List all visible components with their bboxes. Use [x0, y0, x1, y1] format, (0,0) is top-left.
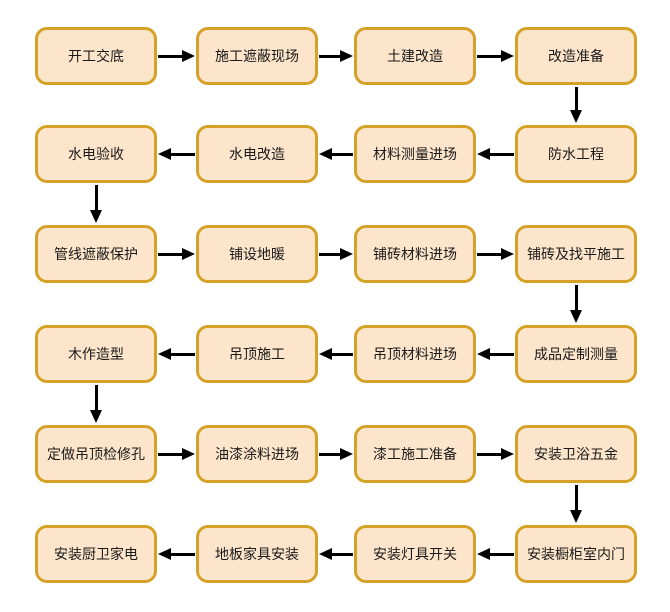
flow-node-r6c1: 安装厨卫家电 [35, 525, 157, 583]
flow-node-r1c3: 土建改造 [354, 27, 476, 85]
arrow-left-icon [319, 548, 353, 560]
arrow-right-icon [477, 50, 514, 62]
arrow-left-icon [158, 548, 195, 560]
flow-node-r2c4: 防水工程 [515, 125, 637, 183]
arrow-right-icon [477, 248, 514, 260]
flow-node-r5c2: 油漆涂料进场 [196, 425, 318, 483]
arrow-left-icon [319, 348, 353, 360]
arrow-right-icon [158, 248, 195, 260]
arrow-down-icon [570, 485, 582, 523]
arrow-right-icon [477, 448, 514, 460]
flow-node-r5c3: 漆工施工准备 [354, 425, 476, 483]
arrow-down-icon [570, 87, 582, 123]
arrow-left-icon [158, 148, 195, 160]
flow-node-r3c4: 铺砖及找平施工 [515, 225, 637, 283]
arrow-right-icon [319, 50, 353, 62]
flow-node-r3c2: 铺设地暖 [196, 225, 318, 283]
flow-node-r1c4: 改造准备 [515, 27, 637, 85]
flow-node-r1c1: 开工交底 [35, 27, 157, 85]
flow-node-r6c2: 地板家具安装 [196, 525, 318, 583]
arrow-right-icon [158, 448, 195, 460]
flow-node-r6c3: 安装灯具开关 [354, 525, 476, 583]
arrow-left-icon [158, 348, 195, 360]
flow-node-r4c3: 吊顶材料进场 [354, 325, 476, 383]
arrow-left-icon [477, 548, 514, 560]
flow-node-r4c2: 吊顶施工 [196, 325, 318, 383]
arrow-down-icon [90, 185, 102, 223]
flow-node-r4c4: 成品定制测量 [515, 325, 637, 383]
flow-node-r3c3: 铺砖材料进场 [354, 225, 476, 283]
arrow-left-icon [477, 148, 514, 160]
flow-node-r2c1: 水电验收 [35, 125, 157, 183]
flow-node-r1c2: 施工遮蔽现场 [196, 27, 318, 85]
flow-node-r3c1: 管线遮蔽保护 [35, 225, 157, 283]
flow-node-r5c4: 安装卫浴五金 [515, 425, 637, 483]
arrow-right-icon [319, 448, 353, 460]
flow-node-r4c1: 木作造型 [35, 325, 157, 383]
arrow-down-icon [570, 285, 582, 323]
arrow-left-icon [477, 348, 514, 360]
flow-node-r6c4: 安装橱柜室内门 [515, 525, 637, 583]
flow-node-r5c1: 定做吊顶检修孔 [35, 425, 157, 483]
flow-node-r2c2: 水电改造 [196, 125, 318, 183]
arrow-down-icon [90, 385, 102, 423]
arrow-left-icon [319, 148, 353, 160]
arrow-right-icon [158, 50, 195, 62]
flow-node-r2c3: 材料测量进场 [354, 125, 476, 183]
arrow-right-icon [319, 248, 353, 260]
